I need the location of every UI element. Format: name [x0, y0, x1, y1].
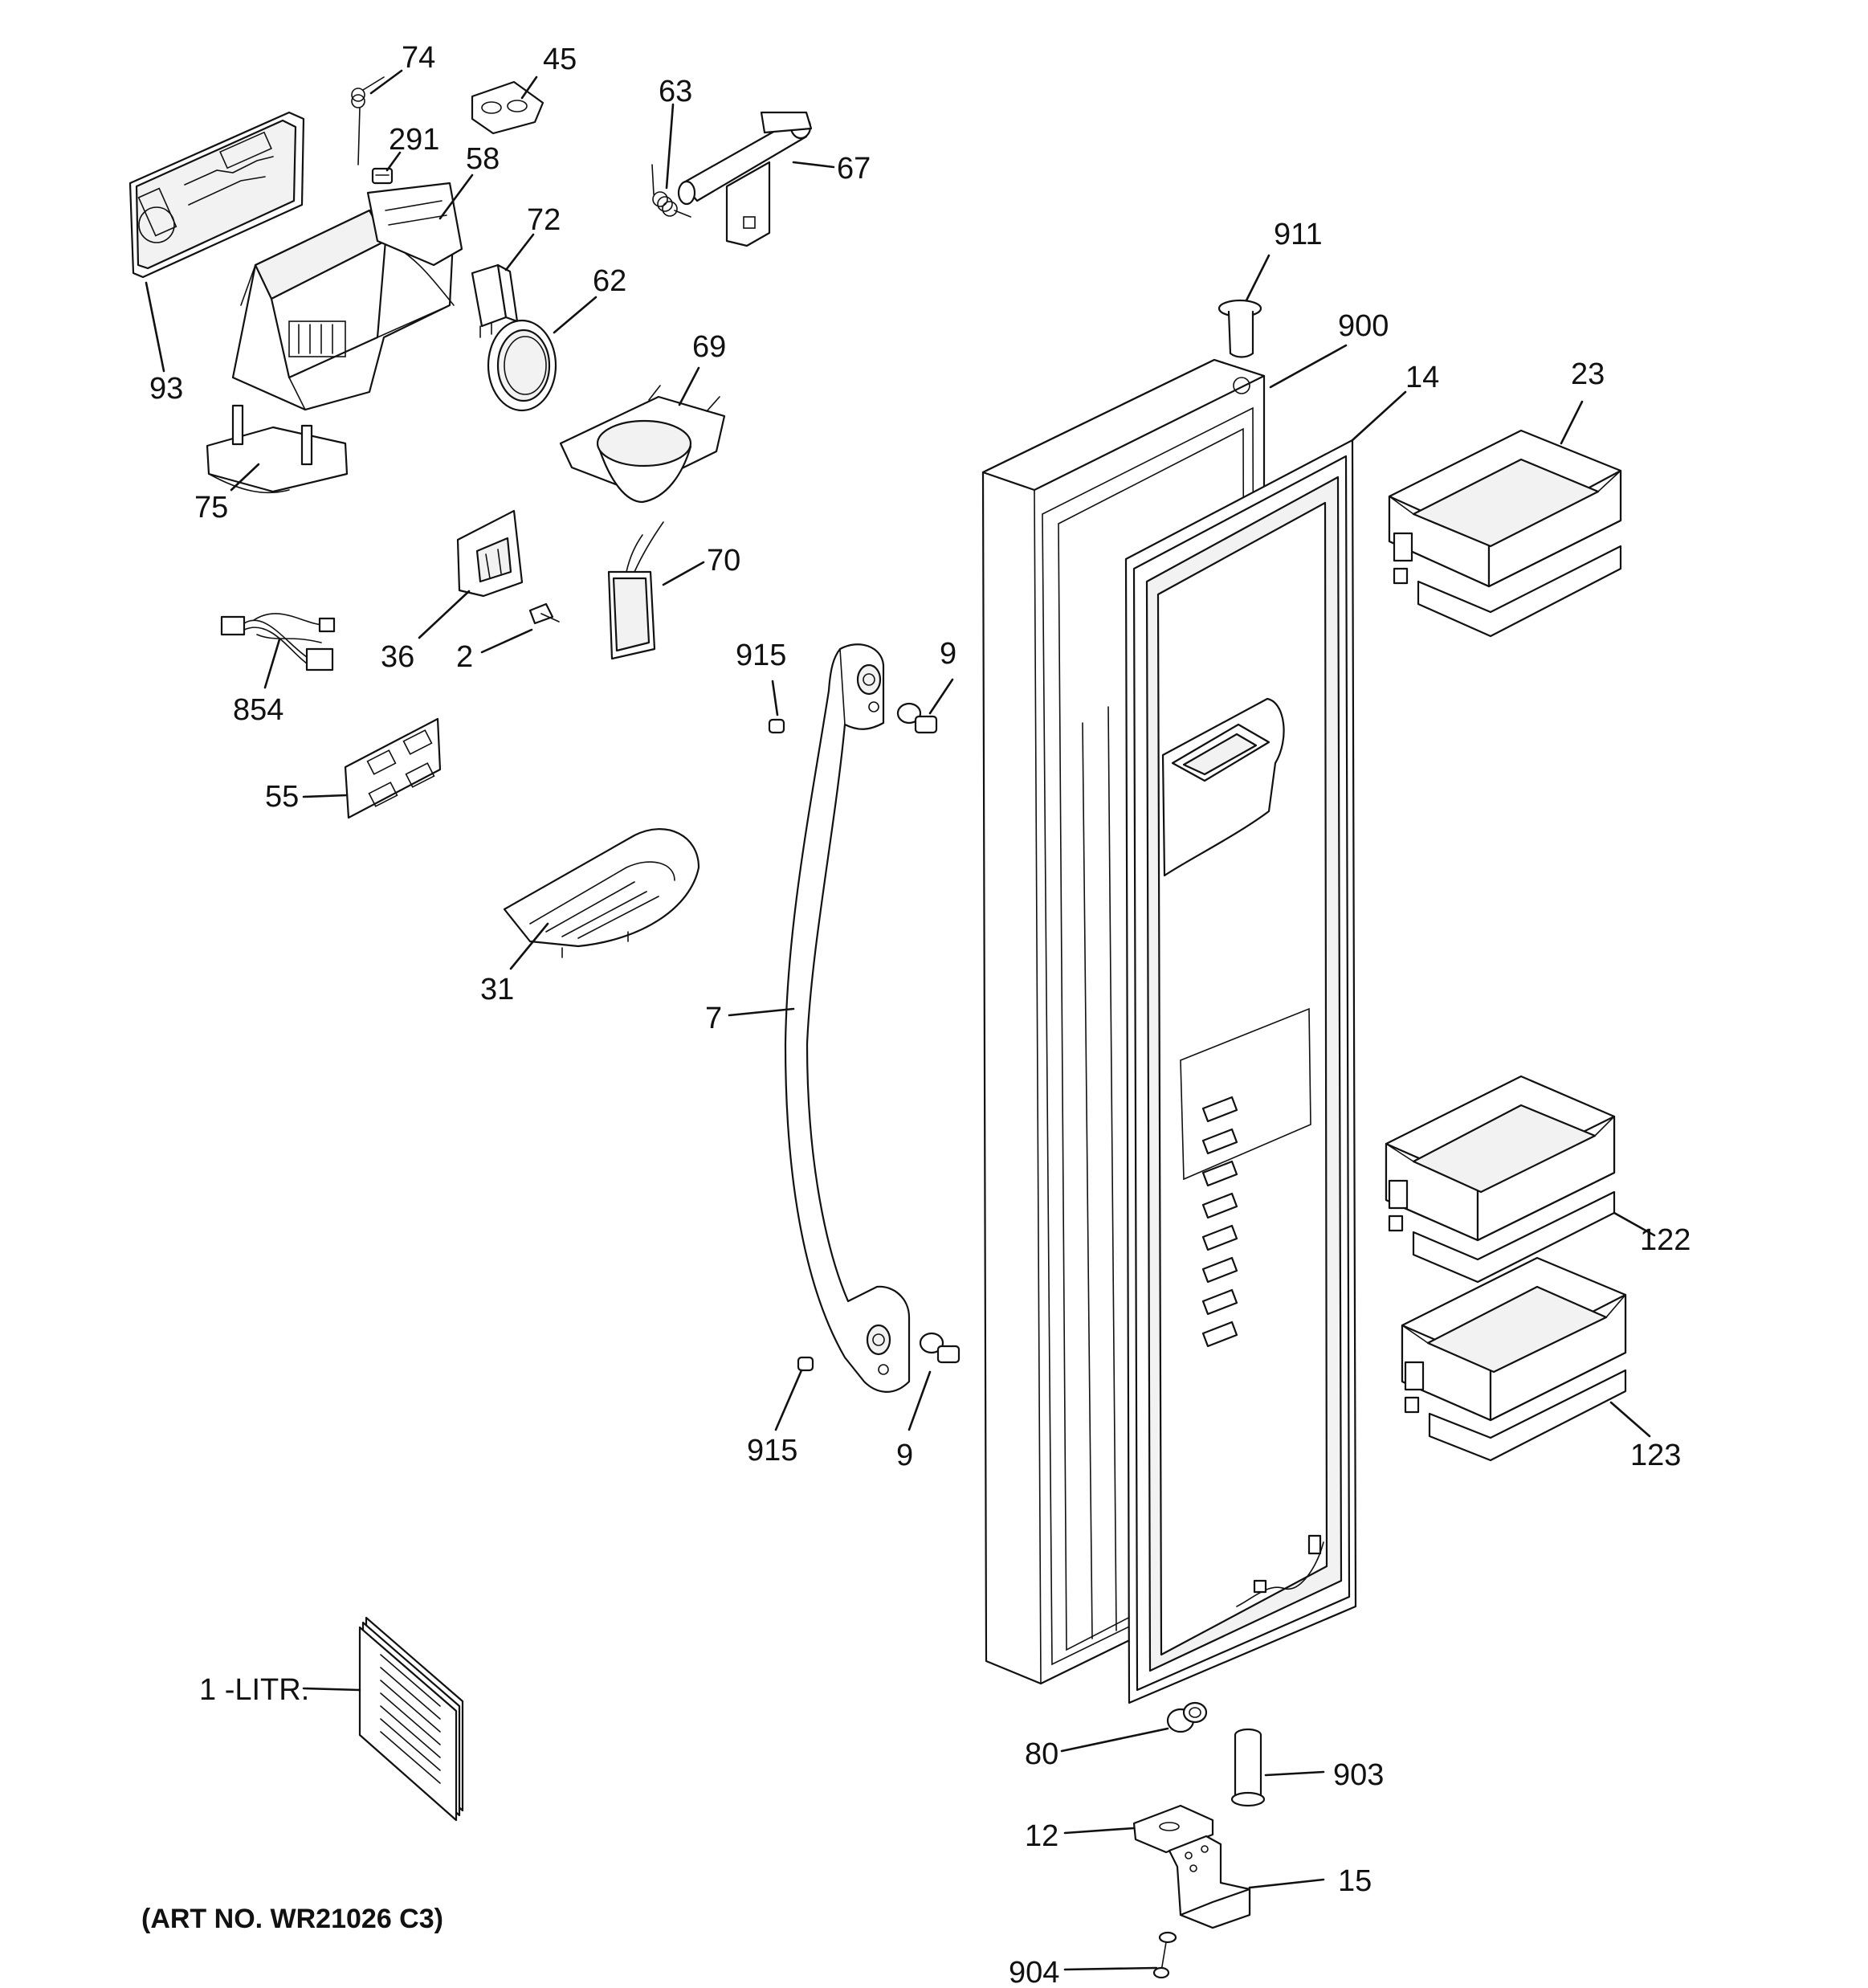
part-854-wire-harness: [220, 613, 336, 672]
part-7-door-handle: [784, 643, 911, 1393]
callout-903: 903: [1333, 1758, 1384, 1792]
literature-text-lines: [380, 1654, 441, 1784]
callout-75: 75: [194, 491, 228, 525]
callout-2: 2: [456, 640, 473, 674]
part-67-shaft: [677, 111, 813, 247]
callout-9-lower: 9: [896, 1439, 913, 1472]
part-915-lower-plug: [797, 1356, 814, 1372]
callout-1-litr: 1 -LITR.: [199, 1673, 309, 1707]
part-904-screw: [1152, 1931, 1177, 1979]
callout-31: 31: [480, 973, 514, 1006]
part-911-bushing: [1217, 299, 1262, 358]
part-9-lower-screw: [919, 1332, 961, 1364]
part-291-screw: [371, 167, 394, 185]
callout-915-upper: 915: [736, 639, 786, 672]
callout-291: 291: [389, 123, 439, 157]
callout-915-lower: 915: [747, 1434, 797, 1468]
part-23-door-bin: [1388, 429, 1622, 638]
callout-69: 69: [692, 330, 726, 364]
callout-12: 12: [1025, 1819, 1058, 1853]
part-2-screw: [528, 602, 560, 625]
callout-123: 123: [1630, 1439, 1681, 1472]
art-number: (ART NO. WR21026 C3): [141, 1904, 443, 1934]
callout-80: 80: [1025, 1737, 1058, 1771]
callout-63: 63: [659, 75, 692, 108]
callout-36: 36: [381, 640, 414, 674]
callout-904: 904: [1009, 1956, 1059, 1988]
part-915-upper-plug: [768, 718, 785, 734]
part-1-literature: [358, 1616, 464, 1822]
liner-ribs: [1201, 1096, 1238, 1348]
part-123-door-bin: [1401, 1256, 1627, 1462]
callout-45: 45: [543, 43, 577, 76]
callout-74: 74: [402, 41, 435, 75]
callout-55: 55: [265, 780, 299, 814]
callout-14: 14: [1405, 361, 1439, 394]
callout-911: 911: [1274, 218, 1323, 251]
part-69-ice-chute: [559, 385, 726, 504]
part-14-gasket-liner: [1124, 439, 1357, 1704]
callout-72: 72: [527, 203, 561, 237]
leader-lines: [145, 69, 1656, 1971]
part-63-spring: [651, 164, 691, 218]
callout-70: 70: [707, 544, 740, 578]
callout-900: 900: [1338, 309, 1389, 343]
part-15-hinge-cover: [1168, 1835, 1251, 1929]
part-9-upper-screw: [896, 702, 938, 734]
part-75-cover: [206, 404, 349, 494]
callout-62: 62: [593, 264, 626, 298]
part-58-dispenser-housing: [231, 182, 463, 411]
callout-67: 67: [837, 152, 871, 186]
callout-122: 122: [1640, 1223, 1691, 1257]
part-74-spring: [351, 76, 385, 165]
callout-9-upper: 9: [940, 637, 956, 671]
part-45-bracket: [471, 80, 544, 135]
part-903-pin: [1230, 1728, 1266, 1807]
part-93-control-panel: [128, 111, 305, 279]
part-122-door-bin: [1385, 1075, 1616, 1284]
callout-7: 7: [705, 1002, 722, 1035]
part-70-flap: [607, 521, 664, 660]
part-80-bushing: [1166, 1701, 1208, 1733]
part-55-board: [344, 717, 442, 819]
callout-854: 854: [233, 693, 283, 727]
part-36-bracket: [456, 509, 524, 598]
callout-58: 58: [466, 142, 500, 176]
part-62-ring: [487, 319, 557, 412]
callout-15: 15: [1338, 1864, 1372, 1898]
part-31-drip-tray: [503, 828, 700, 958]
callout-93: 93: [149, 372, 183, 406]
callout-23: 23: [1571, 357, 1605, 391]
